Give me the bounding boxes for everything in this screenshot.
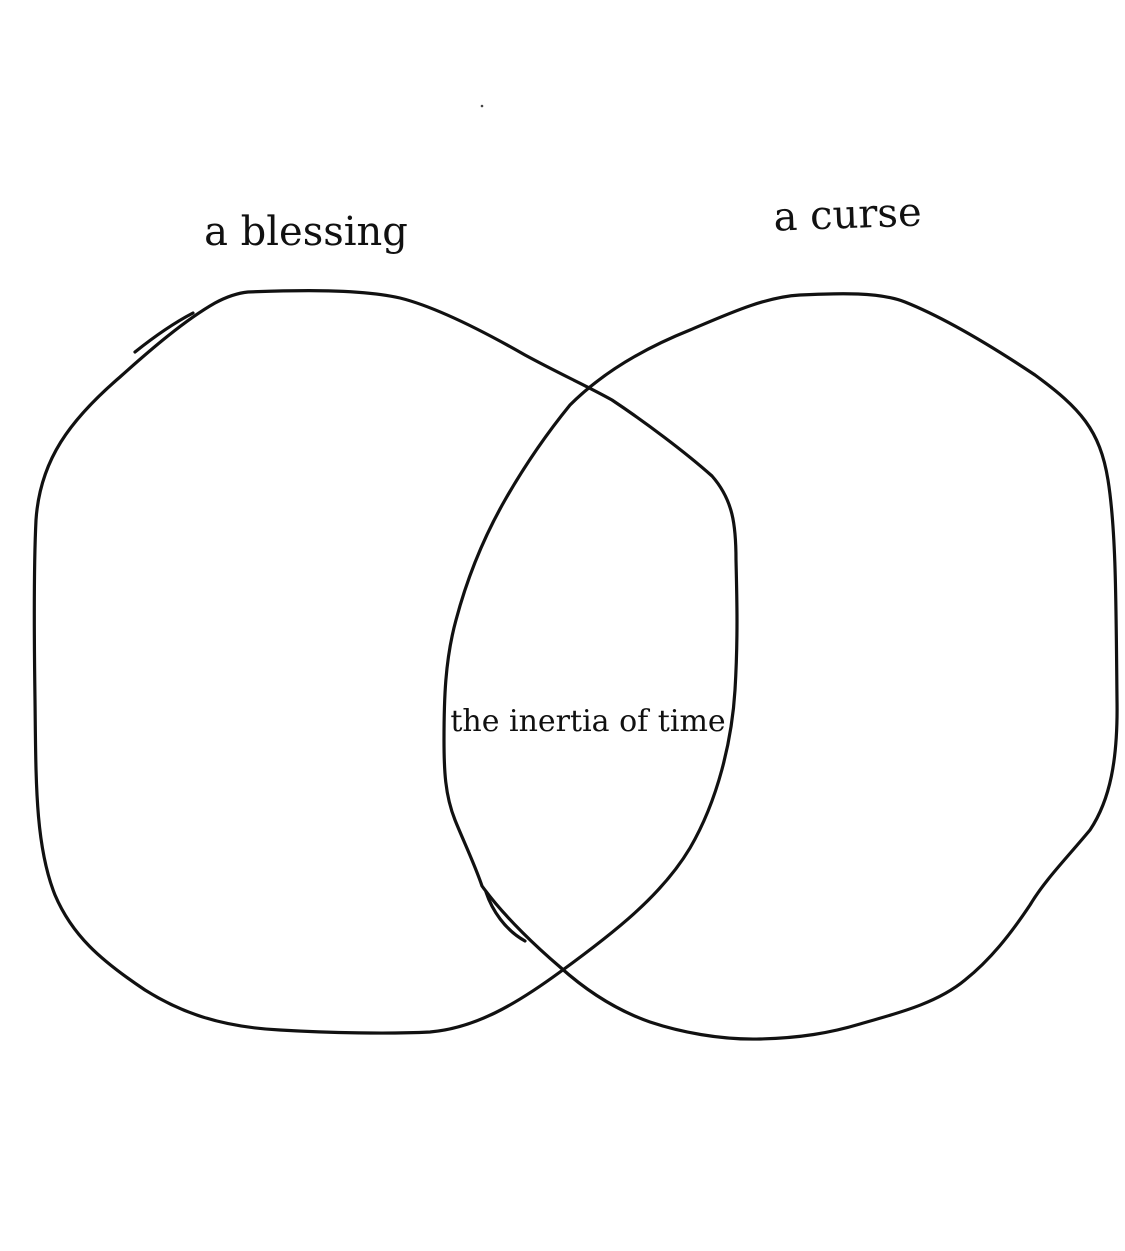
set-label-right: a curse bbox=[773, 189, 923, 240]
set-outline-right bbox=[442, 292, 1119, 1041]
pen-overshoot-bottom bbox=[484, 890, 527, 943]
set-label-left: a blessing bbox=[204, 209, 408, 255]
pen-overshoot-left bbox=[133, 311, 195, 354]
stray-dot bbox=[480, 104, 484, 108]
intersection-label: the inertia of time bbox=[450, 704, 725, 739]
set-outline-left bbox=[32, 289, 739, 1035]
